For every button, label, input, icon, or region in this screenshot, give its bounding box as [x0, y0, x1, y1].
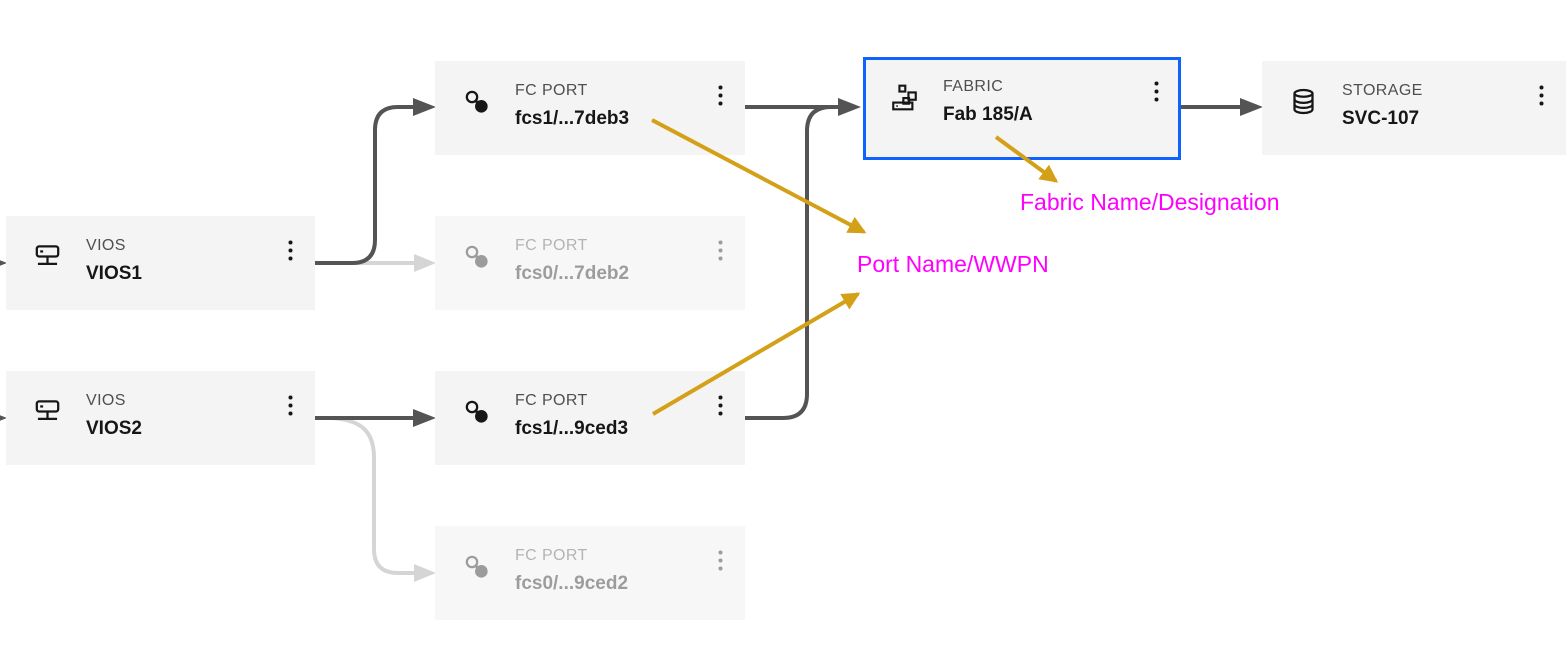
edge-vios1-fcport1-arrowhead-icon	[413, 98, 436, 116]
annotation-label-port-name: Port Name/WWPN	[857, 251, 1049, 277]
edge-vios2-fcport4	[331, 416, 414, 575]
kebab-icon	[718, 240, 723, 264]
overflow-menu-button[interactable]	[712, 81, 729, 113]
node-vios2[interactable]: VIOS VIOS2	[6, 371, 315, 465]
storage-database-icon	[1290, 88, 1317, 115]
node-name: fcs1/...9ced3	[515, 418, 629, 439]
node-name: fcs0/...9ced2	[515, 573, 629, 594]
node-type-label: VIOS	[86, 237, 126, 254]
kebab-icon	[718, 85, 723, 109]
kebab-icon	[288, 395, 293, 419]
overflow-menu-button[interactable]	[712, 236, 729, 268]
node-fcport-fcs0-9ced2[interactable]: FC PORT fcs0/...9ced2	[435, 526, 745, 620]
overflow-menu-button[interactable]	[712, 546, 729, 578]
kebab-icon	[718, 550, 723, 574]
overflow-menu-button[interactable]	[1148, 77, 1165, 109]
vios-server-icon	[34, 398, 61, 425]
node-type-label: FC PORT	[515, 82, 588, 99]
node-name: SVC-107	[1342, 108, 1420, 129]
node-name: VIOS2	[86, 418, 142, 439]
edge-vios1-fcport1	[315, 105, 413, 265]
node-name: fcs1/...7deb3	[515, 108, 630, 129]
kebab-icon	[288, 240, 293, 264]
node-type-label: FC PORT	[515, 547, 588, 564]
fc-port-icon	[463, 398, 490, 425]
node-type-label: VIOS	[86, 392, 126, 409]
vios-server-icon	[34, 243, 61, 270]
node-storage-svc-107[interactable]: STORAGE SVC-107	[1262, 61, 1566, 155]
edge-vios2-fcport3-arrowhead-icon	[413, 409, 436, 427]
node-name: VIOS1	[86, 263, 142, 284]
fc-port-icon	[463, 243, 490, 270]
annotation-label-fabric-name: Fabric Name/Designation	[1020, 189, 1280, 215]
node-name: fcs0/...7deb2	[515, 263, 630, 284]
edge-fcport1-fabric-arrowhead-icon	[838, 98, 861, 116]
fc-port-icon	[463, 88, 490, 115]
overflow-menu-button[interactable]	[282, 236, 299, 268]
overflow-menu-button[interactable]	[1533, 81, 1550, 113]
edge-vios2-fcport4-arrowhead-icon	[414, 564, 436, 582]
overflow-menu-button[interactable]	[282, 391, 299, 423]
edge-fabric-storage-arrowhead-icon	[1240, 98, 1263, 116]
node-vios1[interactable]: VIOS VIOS1	[6, 216, 315, 310]
node-fcport-fcs1-7deb3[interactable]: FC PORT fcs1/...7deb3	[435, 61, 745, 155]
edge-fcport3-fabric	[745, 105, 832, 420]
fc-port-icon	[463, 553, 490, 580]
node-fcport-fcs1-9ced3[interactable]: FC PORT fcs1/...9ced3	[435, 371, 745, 465]
edge-vios1-fcport2-arrowhead-icon	[414, 254, 436, 272]
kebab-icon	[1539, 85, 1544, 109]
node-type-label: FABRIC	[943, 78, 1004, 95]
overflow-menu-button[interactable]	[712, 391, 729, 423]
kebab-icon	[718, 395, 723, 419]
node-type-label: STORAGE	[1342, 82, 1423, 99]
node-type-label: FC PORT	[515, 392, 588, 409]
node-fabric-fab-185-a[interactable]: FABRIC Fab 185/A	[863, 57, 1181, 160]
node-fcport-fcs0-7deb2[interactable]: FC PORT fcs0/...7deb2	[435, 216, 745, 310]
fabric-network-icon	[891, 84, 918, 111]
node-name: Fab 185/A	[943, 104, 1033, 125]
kebab-icon	[1154, 81, 1159, 105]
node-type-label: FC PORT	[515, 237, 588, 254]
